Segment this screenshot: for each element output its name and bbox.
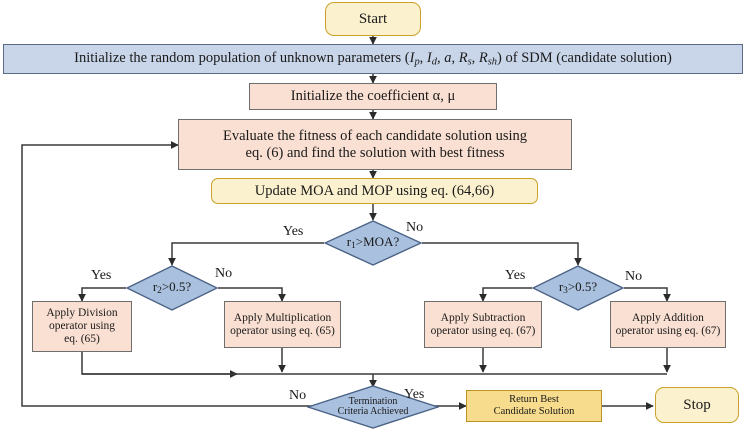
- edge-label-termination-yes: Yes: [404, 387, 425, 402]
- node-decision-termination-line2: Criteria Achieved: [337, 406, 409, 417]
- node-decision-moa[interactable]: r1>MOA?: [324, 220, 422, 266]
- node-return-best-line1: Return Best: [509, 394, 559, 406]
- edge-r3-no-to-addition: [624, 287, 671, 302]
- edge-division-to-merge: [81, 352, 238, 378]
- node-apply-addition[interactable]: Apply Addition operator using eq. (67): [610, 301, 726, 348]
- node-apply-addition-line1: Apply Addition: [632, 311, 704, 324]
- node-decision-moa-label: r1>MOA?: [346, 233, 400, 252]
- node-evaluate-fitness[interactable]: Evaluate the fitness of each candidate s…: [178, 119, 572, 170]
- edge-label-r2-no: No: [215, 266, 233, 281]
- node-apply-multiplication-line2: operator using eq. (65): [230, 324, 335, 337]
- node-apply-subtraction-line1: Apply Subtraction: [440, 311, 526, 324]
- node-apply-division-line1: Apply Division: [46, 307, 118, 320]
- node-initialize-coefficient[interactable]: Initialize the coefficient α, μ: [249, 83, 497, 110]
- node-update-moa-mop[interactable]: Update MOA and MOP using eq. (64,66): [211, 178, 538, 204]
- node-update-moa-mop-label: Update MOA and MOP using eq. (64,66): [254, 182, 495, 199]
- edge-label-r3-no: No: [625, 269, 643, 284]
- node-start[interactable]: Start: [325, 2, 421, 36]
- edge-r2-no-to-multiplication: [218, 287, 286, 302]
- node-initialize-population[interactable]: Initialize the random population of unkn…: [3, 44, 743, 74]
- decision-r3-var: r: [558, 278, 564, 294]
- node-return-best-line2: Candidate Solution: [493, 406, 575, 417]
- init-prefix: Initialize the random population of unkn…: [74, 50, 410, 67]
- decision-moa-rest: >MOA?: [355, 233, 400, 249]
- init-suffix: ) of SDM (candidate solution): [497, 50, 672, 67]
- node-initialize-coefficient-label: Initialize the coefficient α, μ: [290, 88, 456, 105]
- node-apply-division[interactable]: Apply Division operator using eq. (65): [32, 301, 132, 352]
- edge-label-moa-no: No: [406, 220, 424, 235]
- node-stop[interactable]: Stop: [655, 387, 739, 423]
- node-apply-multiplication-line1: Apply Multiplication: [233, 311, 332, 324]
- decision-r3-shape: [532, 265, 624, 311]
- decision-r2-rest: >0.5?: [161, 278, 192, 294]
- node-decision-r3-label: r3>0.5?: [558, 278, 598, 297]
- node-evaluate-fitness-line2: eq. (6) and find the solution with best …: [245, 144, 505, 161]
- node-apply-subtraction[interactable]: Apply Subtraction operator using eq. (67…: [424, 301, 542, 348]
- decision-moa-var: r: [346, 233, 352, 249]
- edge-label-r2-yes: Yes: [91, 268, 112, 283]
- decision-moa-shape: [324, 220, 422, 266]
- node-decision-r2-label: r2>0.5?: [153, 278, 192, 297]
- node-decision-termination-line1: Termination: [348, 395, 398, 407]
- decision-moa-sub: 1: [351, 240, 356, 251]
- edge-moa-no-to-r3: [422, 242, 582, 266]
- node-stop-label: Stop: [683, 396, 711, 413]
- edge-label-r3-yes: Yes: [505, 268, 526, 283]
- node-decision-termination[interactable]: Termination Criteria Achieved: [307, 385, 439, 429]
- node-apply-division-line2: operator using: [48, 320, 116, 333]
- edge-r3-yes-to-subtraction: [479, 287, 532, 302]
- node-decision-termination-label: Termination Criteria Achieved: [337, 395, 409, 418]
- node-apply-division-line3: eq. (65): [64, 332, 100, 345]
- node-evaluate-fitness-line1: Evaluate the fitness of each candidate s…: [222, 128, 527, 145]
- node-apply-subtraction-line2: operator using eq. (67): [430, 324, 536, 337]
- decision-r3-sub: 3: [563, 285, 568, 296]
- decision-termination-shape: [307, 385, 439, 429]
- edge-moa-yes-to-r2: [168, 242, 324, 266]
- edge-label-termination-no: No: [289, 388, 307, 403]
- decision-r2-shape: [126, 265, 218, 311]
- edge-label-moa-yes: Yes: [283, 224, 304, 239]
- edge-r2-yes-to-division: [78, 287, 126, 302]
- node-initialize-population-label: Initialize the random population of unkn…: [74, 50, 672, 68]
- node-apply-addition-line2: operator using eq. (67): [615, 324, 721, 337]
- decision-r3-rest: >0.5?: [567, 278, 598, 294]
- node-return-best[interactable]: Return Best Candidate Solution: [466, 390, 602, 422]
- node-decision-r3[interactable]: r3>0.5?: [532, 265, 624, 311]
- node-apply-multiplication[interactable]: Apply Multiplication operator using eq. …: [224, 301, 341, 348]
- node-decision-r2[interactable]: r2>0.5?: [126, 265, 218, 311]
- node-start-label: Start: [358, 10, 388, 27]
